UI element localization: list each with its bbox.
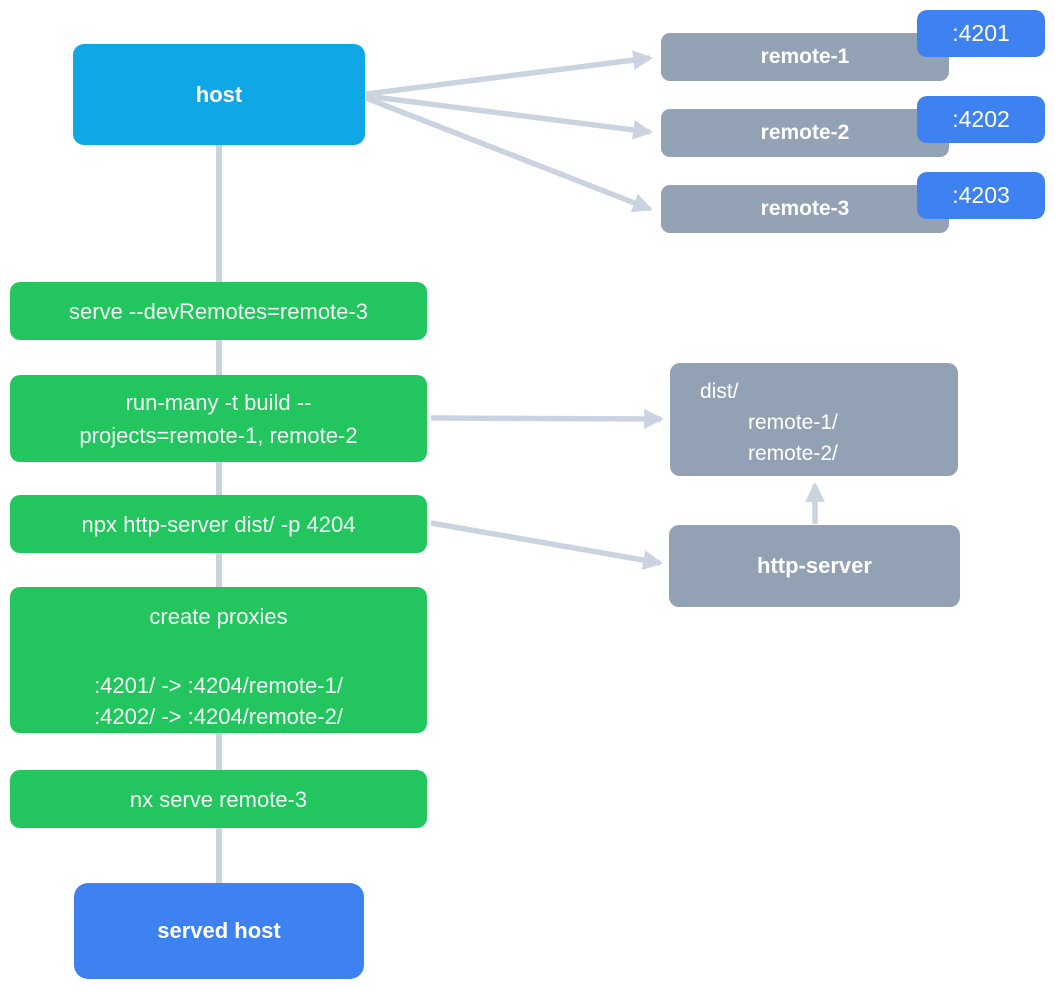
http-server-node: http-server	[669, 525, 960, 607]
arrow-host-to-remote-2	[365, 93, 653, 140]
proxy-rule-2: :4202/ -> :4204/remote-2/	[94, 704, 343, 729]
http-server-label: http-server	[757, 553, 872, 578]
remote-2-node: remote-2	[661, 109, 949, 157]
command-run-many-build-line1: run-many -t build --	[125, 389, 312, 415]
dist-entry-remote-1: remote-1/	[748, 411, 838, 434]
port-badge-4201: :4201	[917, 10, 1045, 57]
port-badge-4203-label: :4203	[952, 182, 1010, 208]
remote-1-node: remote-1	[661, 33, 949, 81]
arrow-host-to-remote-3	[364, 95, 653, 213]
served-host-label: served host	[157, 918, 281, 943]
command-serve-dev-remotes: serve --devRemotes=remote-3	[10, 282, 427, 340]
remote-1-label: remote-1	[760, 45, 850, 68]
host-label: host	[195, 81, 243, 107]
dist-root-label: dist/	[700, 380, 739, 403]
port-badge-4202-label: :4202	[952, 106, 1010, 132]
command-create-proxies: create proxies :4201/ -> :4204/remote-1/…	[10, 587, 427, 733]
command-run-many-build-line2: projects=remote-1, remote-2	[79, 422, 358, 448]
remote-3-label: remote-3	[760, 197, 850, 220]
host-node: host	[73, 44, 365, 145]
arrow-httpcmd-to-httpserver	[430, 520, 663, 570]
command-serve-dev-remotes-label: serve --devRemotes=remote-3	[69, 298, 368, 324]
create-proxies-title: create proxies	[149, 604, 288, 629]
remote-3-node: remote-3	[661, 185, 949, 233]
port-badge-4203: :4203	[917, 172, 1045, 219]
remote-2-label: remote-2	[760, 121, 850, 144]
proxy-rule-1: :4201/ -> :4204/remote-1/	[94, 673, 343, 698]
dist-entry-remote-2: remote-2/	[748, 442, 838, 465]
proxy-rules: :4201/ -> :4204/remote-1/ :4202/ -> :420…	[94, 670, 343, 732]
command-npx-http-server: npx http-server dist/ -p 4204	[10, 495, 427, 553]
port-badge-4201-label: :4201	[952, 20, 1010, 46]
command-npx-http-server-label: npx http-server dist/ -p 4204	[81, 511, 356, 537]
arrow-build-to-dist	[430, 409, 664, 429]
command-run-many-build: run-many -t build -- projects=remote-1, …	[10, 375, 427, 462]
command-nx-serve-remote-3: nx serve remote-3	[10, 770, 427, 828]
dist-folder-node: dist/ remote-1/ remote-2/	[670, 363, 958, 476]
port-badge-4202: :4202	[917, 96, 1045, 143]
arrow-host-to-remote-1	[365, 50, 653, 97]
served-host-node: served host	[74, 883, 364, 979]
command-nx-serve-remote-3-label: nx serve remote-3	[129, 786, 308, 812]
